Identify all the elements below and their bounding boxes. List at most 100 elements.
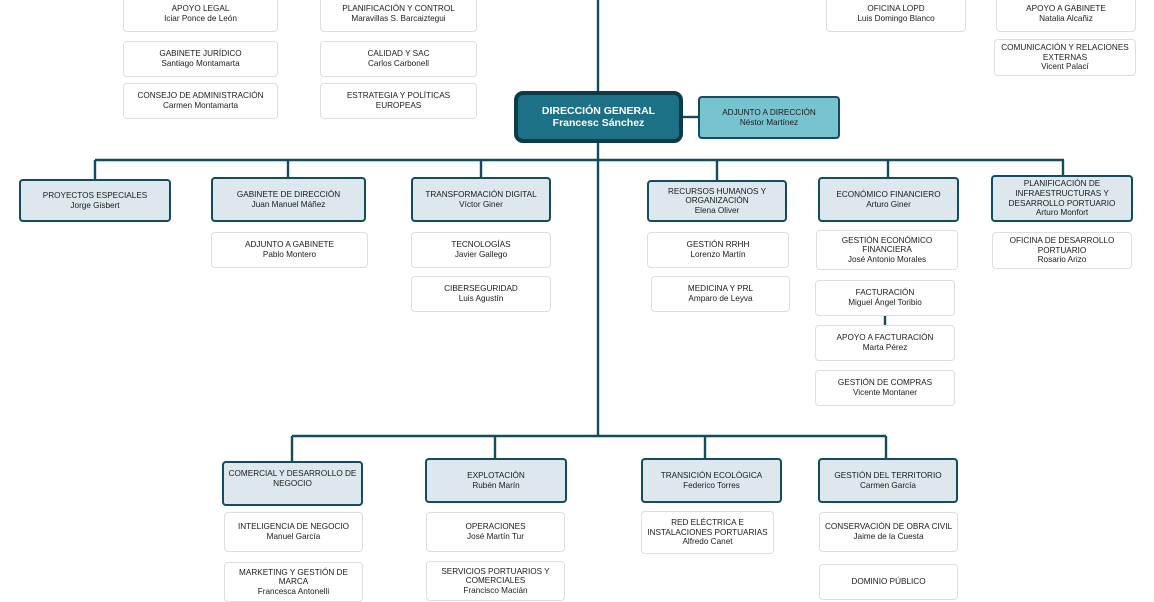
sub-gestion-compras: GESTIÓN DE COMPRAS Vicente Montaner (815, 370, 955, 406)
box-title: PROYECTOS ESPECIALES (42, 190, 148, 200)
sub-dominio-publico: DOMINIO PÚBLICO (819, 564, 958, 600)
box-person: Néstor Martínez (739, 117, 799, 127)
staff-calidad-sac: CALIDAD Y SAC Carlos Carbonell (320, 41, 477, 77)
dept-gabinete-direccion: GABINETE DE DIRECCIÓN Juan Manuel Máñez (211, 177, 366, 222)
box-person: Carmen García (860, 480, 916, 490)
box-title: CALIDAD Y SAC (367, 49, 430, 59)
dept-proyectos-especiales: PROYECTOS ESPECIALES Jorge Gisbert (19, 179, 171, 222)
box-person: Miguel Ángel Toribio (848, 298, 922, 307)
main-person: Francesc Sánchez (552, 117, 645, 129)
staff-consejo-administracion: CONSEJO DE ADMINISTRACIÓN Carmen Montama… (123, 83, 278, 119)
box-title: MARKETING Y GESTIÓN DE MARCA (239, 567, 348, 587)
dept-comercial-desarrollo: COMERCIAL Y DESARROLLO DE NEGOCIO (222, 461, 363, 506)
box-person: Juan Manuel Máñez (251, 199, 326, 209)
sub-medicina-prl: MEDICINA Y PRL Amparo de Leyva (651, 276, 790, 312)
box-title: INTELIGENCIA DE NEGOCIO (237, 522, 349, 532)
sub-facturacion: FACTURACIÓN Miguel Ángel Toribio (815, 280, 955, 316)
box-person: Francesca Antonelli (257, 586, 330, 596)
box-person: Iciar Ponce de León (164, 14, 237, 23)
staff-estrategia-politicas: ESTRATEGIA Y POLÍTICAS EUROPEAS (320, 83, 477, 119)
sub-red-electrica: RED ELÉCTRICA E INSTALACIONES PORTUARIAS… (641, 511, 774, 554)
staff-gabinete-juridico: GABINETE JURÍDICO Santiago Montamarta (123, 41, 278, 77)
box-person: Jorge Gisbert (70, 200, 120, 210)
dept-planificacion-infraestructuras: PLANIFICACIÓN DE INFRAESTRUCTURAS Y DESA… (991, 175, 1133, 222)
sub-conservacion-obra-civil: CONSERVACIÓN DE OBRA CIVIL Jaime de la C… (819, 512, 958, 552)
dept-gestion-territorio: GESTIÓN DEL TERRITORIO Carmen García (818, 458, 958, 503)
box-person: Carmen Montamarta (162, 101, 239, 110)
box-title: PLANIFICACIÓN DE INFRAESTRUCTURAS Y DESA… (1008, 179, 1116, 208)
box-title: APOYO A GABINETE (1026, 4, 1106, 14)
box-person: Lorenzo Martín (690, 250, 746, 259)
sub-gestion-economico-financiera: GESTIÓN ECONÓMICO FINANCIERA José Antoni… (816, 230, 958, 270)
box-person: Pablo Montero (262, 250, 317, 259)
sub-marketing-marca: MARKETING Y GESTIÓN DE MARCA Francesca A… (224, 562, 363, 602)
box-title: GESTIÓN DEL TERRITORIO (834, 470, 942, 480)
box-title: OFICINA DE DESARROLLO PORTUARIO (1009, 236, 1115, 255)
box-title: CIBERSEGURIDAD (444, 284, 518, 294)
box-title: APOYO LEGAL (171, 4, 230, 14)
box-title: ESTRATEGIA Y POLÍTICAS EUROPEAS (346, 91, 451, 110)
box-title: CONSERVACIÓN DE OBRA CIVIL (824, 522, 953, 532)
adjunto-direccion-box: ADJUNTO A DIRECCIÓN Néstor Martínez (698, 96, 840, 139)
box-person: Javier Gallego (454, 250, 508, 259)
box-title: TECNOLOGÍAS (451, 240, 511, 250)
box-person: Santiago Montamarta (161, 59, 240, 68)
sub-inteligencia-negocio: INTELIGENCIA DE NEGOCIO Manuel García (224, 512, 363, 552)
staff-oficina-lopd: OFICINA LOPD Luis Domingo Blanco (826, 0, 966, 32)
box-title: EXPLOTACIÓN (467, 470, 525, 480)
dept-recursos-humanos: RECURSOS HUMANOS Y ORGANIZACIÓN Elena Ol… (647, 180, 787, 222)
box-person: Elena Oliver (694, 205, 740, 215)
box-person: Natalia Alcañiz (1039, 14, 1093, 23)
box-person: Luis Agustín (458, 294, 504, 303)
box-title: RED ELÉCTRICA E INSTALACIONES PORTUARIAS (647, 518, 768, 537)
dept-transicion-ecologica: TRANSICIÓN ECOLÓGICA Federico Torres (641, 458, 782, 503)
box-title: PLANIFICACIÓN Y CONTROL (342, 4, 455, 14)
box-title: COMERCIAL Y DESARROLLO DE NEGOCIO (228, 469, 357, 488)
box-person: Arturo Giner (866, 199, 911, 209)
staff-planificacion-control: PLANIFICACIÓN Y CONTROL Maravillas S. Ba… (320, 0, 477, 32)
box-person: Luis Domingo Blanco (857, 14, 935, 23)
box-title: DOMINIO PÚBLICO (851, 577, 926, 587)
box-title: CONSEJO DE ADMINISTRACIÓN (137, 91, 264, 101)
box-person: Federico Torres (683, 480, 740, 490)
box-person: Manuel García (266, 532, 321, 541)
box-title: FACTURACIÓN (855, 288, 915, 298)
box-person: Francisco Macián (463, 585, 528, 595)
box-person: Amparo de Leyva (688, 294, 753, 303)
box-title: OFICINA LOPD (867, 4, 925, 14)
box-person: Rosario Arizo (1037, 255, 1087, 265)
sub-servicios-portuarios: SERVICIOS PORTUARIOS Y COMERCIALES Franc… (426, 561, 565, 601)
sub-gestion-rrhh: GESTIÓN RRHH Lorenzo Martín (647, 232, 789, 268)
box-person: Marta Pérez (862, 343, 908, 352)
main-title: DIRECCIÓN GENERAL (541, 104, 656, 117)
box-title: COMUNICACIÓN Y RELACIONES EXTERNAS (1001, 43, 1129, 62)
box-title: OPERACIONES (465, 522, 526, 532)
box-title: MEDICINA Y PRL (687, 284, 754, 294)
box-title: GESTIÓN ECONÓMICO FINANCIERA (841, 235, 933, 255)
box-title: ADJUNTO A GABINETE (244, 240, 335, 250)
box-title: RECURSOS HUMANOS Y ORGANIZACIÓN (667, 186, 767, 206)
box-person: Carlos Carbonell (368, 59, 429, 68)
box-person: Alfredo Canet (682, 537, 733, 547)
box-title: GABINETE DE DIRECCIÓN (236, 189, 341, 199)
box-title: APOYO A FACTURACIÓN (836, 333, 934, 343)
box-person: Jaime de la Cuesta (853, 532, 924, 541)
box-title: GESTIÓN RRHH (686, 240, 750, 250)
box-person: Maravillas S. Barcaiztegui (351, 14, 446, 23)
sub-oficina-desarrollo-portuario: OFICINA DE DESARROLLO PORTUARIO Rosario … (992, 232, 1132, 269)
box-person: José Martín Tur (467, 532, 524, 541)
staff-comunicacion: COMUNICACIÓN Y RELACIONES EXTERNAS Vicen… (994, 39, 1136, 76)
box-title: SERVICIOS PORTUARIOS Y COMERCIALES (441, 566, 550, 586)
sub-adjunto-gabinete: ADJUNTO A GABINETE Pablo Montero (211, 232, 368, 268)
dept-explotacion: EXPLOTACIÓN Rubén Marín (425, 458, 567, 503)
staff-apoyo-legal: APOYO LEGAL Iciar Ponce de León (123, 0, 278, 32)
box-title: GESTIÓN DE COMPRAS (837, 378, 933, 388)
sub-ciberseguridad: CIBERSEGURIDAD Luis Agustín (411, 276, 551, 312)
box-person: José Antonio Morales (847, 254, 927, 264)
box-title: TRANSFORMACIÓN DIGITAL (425, 189, 537, 199)
box-title: TRANSICIÓN ECOLÓGICA (660, 470, 763, 480)
sub-apoyo-facturacion: APOYO A FACTURACIÓN Marta Pérez (815, 325, 955, 361)
box-title: ECONÓMICO FINANCIERO (836, 189, 941, 199)
sub-operaciones: OPERACIONES José Martín Tur (426, 512, 565, 552)
